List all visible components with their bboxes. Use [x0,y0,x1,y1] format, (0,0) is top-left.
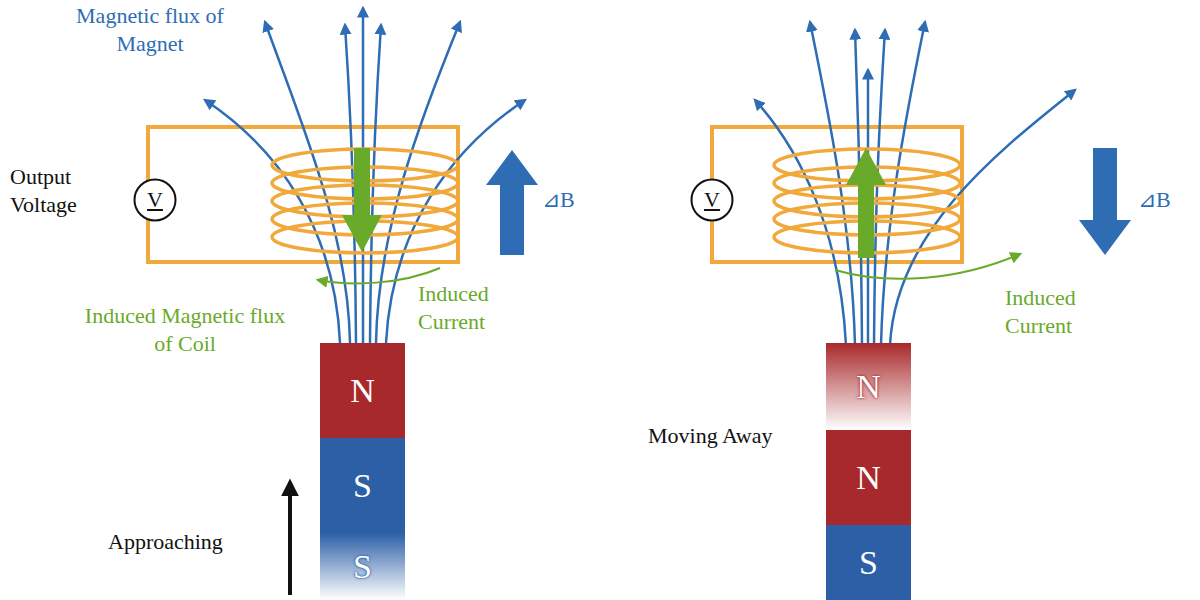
motion-arrow [288,482,292,595]
coil-windings [272,149,960,253]
circuit-wire [148,127,962,262]
flux-label: Magnetic flux of Magnet [65,2,235,57]
pole-letter: S [353,467,372,504]
voltmeter-symbol: V [690,178,734,222]
induced-current-arrow [835,254,1020,279]
magnet-pole-ghost: S [320,533,405,600]
meter-letter: V [704,188,720,212]
pole-letter: N [856,368,881,405]
pole-letter: S [859,544,878,581]
delta-b-arrow [486,150,538,255]
induced-flux-arrow [342,148,382,252]
magnet-pole: S [320,438,405,533]
motion-label: Approaching [108,528,268,556]
pole-letter: N [856,459,881,496]
induced-current-label: Induced Current [1005,284,1115,339]
pole-letter: N [350,372,375,409]
pole-letter: S [353,548,372,585]
motion-label: Moving Away [648,422,828,450]
magnet-pole: N [826,430,911,525]
induced-flux-arrow [846,148,886,258]
induced-flux-label: Induced Magnetic flux of Coil [75,302,295,357]
magnet-pole-ghost: N [826,343,911,430]
induced-current-label: Induced Current [418,280,528,335]
magnet-pole: S [826,525,911,600]
meter-letter: V [147,188,163,212]
magnet-pole: N [320,343,405,438]
voltmeter-symbol: V [133,178,177,222]
delta-b-label: ⊿B [542,186,602,214]
voltage-label: Output Voltage [10,163,110,218]
delta-b-arrow [1079,148,1131,255]
delta-b-label: ⊿B [1138,186,1196,214]
